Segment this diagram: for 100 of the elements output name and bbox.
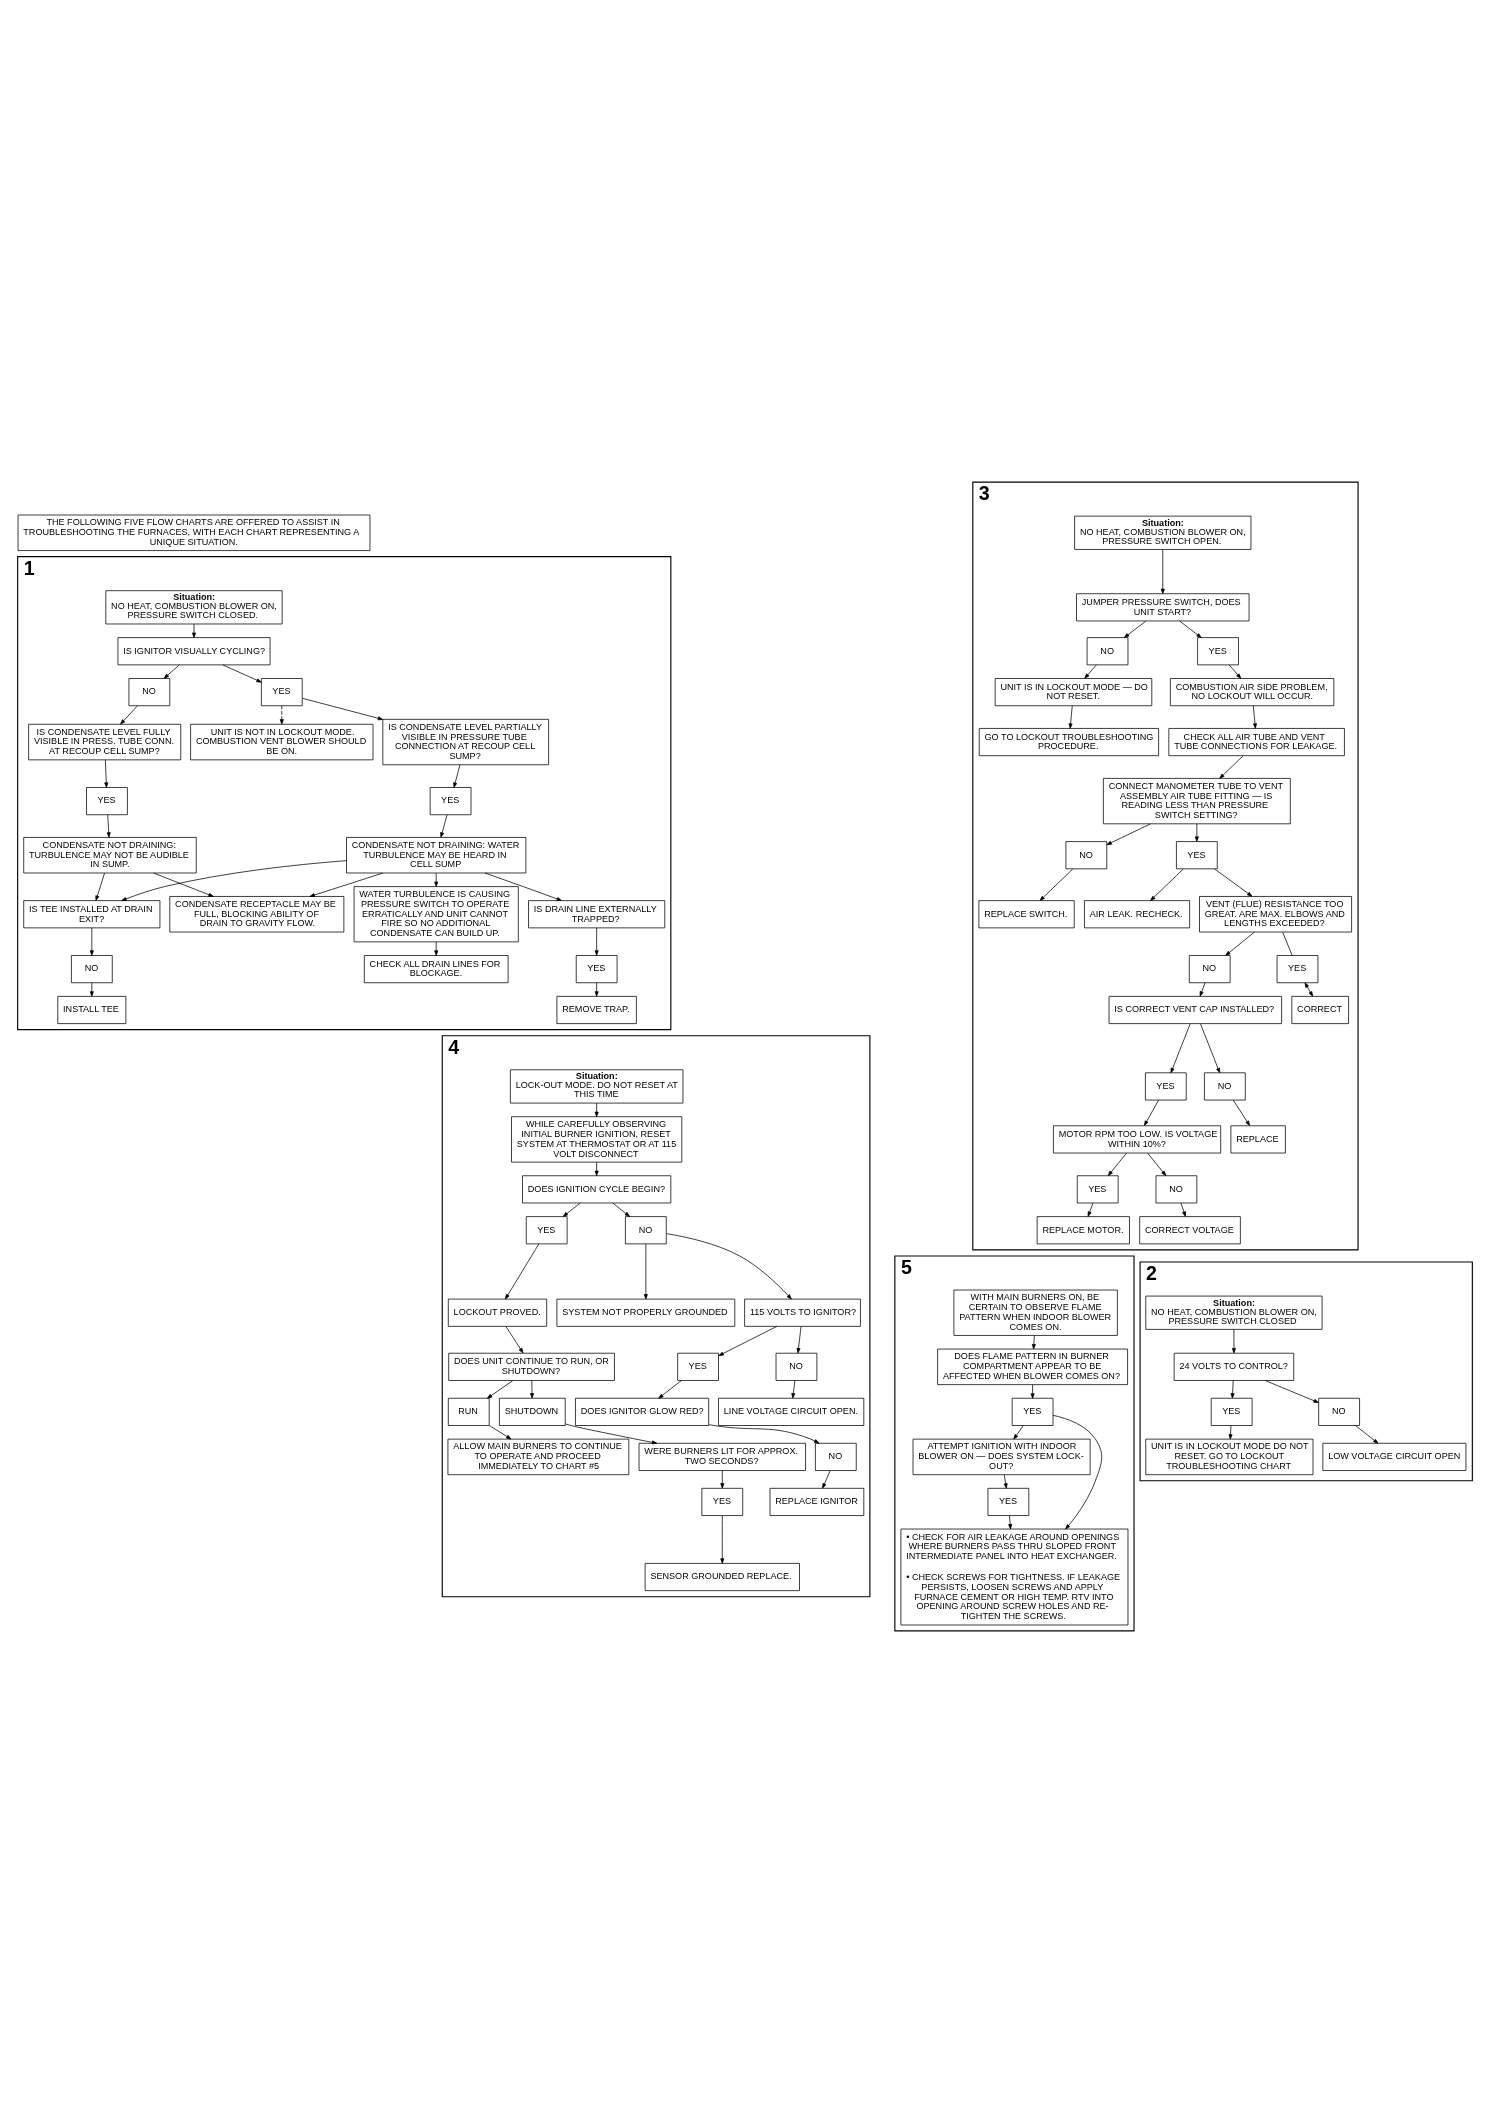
arrow bbox=[89, 927, 94, 956]
node-box: LOCKOUT PROVED. bbox=[447, 1298, 548, 1327]
node-box: NO bbox=[1086, 636, 1129, 665]
arrow bbox=[1106, 823, 1151, 845]
arrow bbox=[1123, 620, 1147, 638]
arrow bbox=[106, 814, 111, 838]
node-box: NO bbox=[1188, 954, 1231, 983]
arrow bbox=[1228, 664, 1242, 679]
node-box: IS CONDENSATE LEVEL FULLY VISIBLE IN PRESS. TUBE CONN. AT RECOUP CELL SUMP? bbox=[28, 723, 182, 760]
node-box: Situation: NO HEAT, COMBUSTION BLOWER ON, PRESSURE SWITCH CLOSED. bbox=[105, 589, 283, 624]
arrow bbox=[1008, 1514, 1013, 1529]
arrow bbox=[121, 859, 347, 901]
arrow bbox=[791, 1379, 796, 1398]
arrow bbox=[708, 1423, 820, 1444]
arrow bbox=[1147, 1152, 1167, 1176]
arrow bbox=[95, 872, 105, 901]
node-box: YES bbox=[1076, 1174, 1119, 1203]
node-box: WITH MAIN BURNERS ON, BE CERTAIN TO OBSERVE FLAME PATTERN WHEN INDOOR BLOWER COMES ON. bbox=[953, 1289, 1118, 1336]
node-box: RUN bbox=[447, 1397, 490, 1426]
arrow bbox=[163, 664, 180, 679]
node-box: JUMPER PRESSURE SWITCH, DOES UNIT START? bbox=[1076, 592, 1250, 621]
arrow bbox=[279, 704, 284, 724]
node-box: CORRECT VOLTAGE bbox=[1139, 1215, 1241, 1244]
arrow bbox=[309, 872, 384, 897]
node-box: SYSTEM NOT PROPERLY GROUNDED bbox=[556, 1298, 736, 1327]
node-box: IS IGNITOR VISUALLY CYCLING? bbox=[117, 636, 271, 665]
node-box: IS TEE INSTALLED AT DRAIN EXIT? bbox=[23, 899, 161, 928]
node-box: DOES FLAME PATTERN IN BURNER COMPARTMENT APPEAR TO BE AFFECTED WHEN BLOWER COMES ON? bbox=[937, 1348, 1128, 1385]
arrow bbox=[120, 704, 138, 724]
arrow bbox=[796, 1325, 802, 1353]
arrow bbox=[1219, 755, 1244, 779]
node-box: YES bbox=[1145, 1071, 1187, 1100]
node-box: YES bbox=[261, 677, 303, 706]
arrow bbox=[1232, 1099, 1251, 1126]
arrow bbox=[440, 814, 448, 838]
arrow bbox=[1231, 1328, 1236, 1353]
node-box: SENSOR GROUNDED REPLACE. bbox=[644, 1562, 800, 1591]
arrow bbox=[594, 981, 599, 997]
arrow bbox=[1144, 1099, 1159, 1126]
arrow bbox=[720, 1469, 725, 1489]
node-box: YES bbox=[677, 1352, 719, 1381]
arrow bbox=[453, 764, 461, 788]
arrow bbox=[1107, 1152, 1127, 1176]
arrow bbox=[1039, 868, 1074, 901]
node-box: NO bbox=[1318, 1397, 1360, 1426]
node-box: YES bbox=[987, 1487, 1030, 1516]
node-box: REMOVE TRAP. bbox=[556, 995, 637, 1024]
arrow bbox=[1304, 981, 1314, 997]
node-box: Situation: NO HEAT, COMBUSTION BLOWER ON, PRESSURE SWITCH OPEN. bbox=[1074, 515, 1252, 550]
node-box: 115 VOLTS TO IGNITOR? bbox=[744, 1298, 861, 1327]
node-box: NO bbox=[71, 954, 113, 983]
node-box: WERE BURNERS LIT FOR APPROX. TWO SECONDS? bbox=[638, 1442, 806, 1471]
arrow bbox=[89, 981, 94, 997]
node-box: IS CONDENSATE LEVEL PARTIALLY VISIBLE IN PRESSURE TUBE CONNECTION AT RECOUP CELL SUMP? bbox=[382, 718, 549, 765]
arrow bbox=[530, 1379, 534, 1398]
node-box: THE FOLLOWING FIVE FLOW CHARTS ARE OFFERED TO ASSIST IN TROUBLESHOOTING THE FURNACES, WITH EACH CHART REPRESENTING A UNIQUE SITUATION. bbox=[17, 514, 371, 551]
node-box: CONDENSATE NOT DRAINING: TURBULENCE MAY NOT BE AUDIBLE IN SUMP. bbox=[23, 836, 197, 873]
arrow bbox=[1214, 868, 1253, 897]
arrow bbox=[1087, 1202, 1094, 1217]
arrow bbox=[222, 664, 262, 683]
arrow bbox=[434, 872, 439, 887]
node-box: NO bbox=[1065, 840, 1108, 869]
node-box: NO bbox=[625, 1215, 667, 1244]
node-box: YES bbox=[1276, 954, 1319, 983]
node-box: YES bbox=[1011, 1397, 1054, 1426]
node-box: CONDENSATE RECEPTACLE MAY BE FULL, BLOCKING ABILITY OF DRAIN TO GRAVITY FLOW. bbox=[169, 895, 345, 932]
arrow bbox=[1013, 1424, 1024, 1439]
arrow bbox=[104, 759, 109, 788]
node-box: CONDENSATE NOT DRAINING: WATER TURBULENCE MAY BE HEARD IN CELL SUMP bbox=[346, 836, 527, 873]
node-box: VENT (FLUE) RESISTANCE TOO GREAT. ARE MAX. ELBOWS AND LENGTHS EXCEEDED? bbox=[1199, 895, 1352, 932]
arrow bbox=[1180, 1202, 1186, 1217]
node-box: YES bbox=[575, 954, 618, 983]
arrow bbox=[612, 1202, 630, 1217]
arrow bbox=[1179, 620, 1202, 638]
arrow bbox=[666, 1232, 792, 1299]
node-box: YES bbox=[525, 1215, 568, 1244]
arrow bbox=[302, 697, 384, 720]
node-box: IS CORRECT VENT CAP INSTALLED? bbox=[1108, 995, 1282, 1024]
arrow bbox=[1230, 1379, 1235, 1398]
node-box: NO bbox=[1204, 1071, 1246, 1100]
arrow bbox=[1052, 1414, 1103, 1529]
node-box: ATTEMPT IGNITION WITH INDOOR BLOWER ON — DOES SYSTEM LOCK-OUT? bbox=[912, 1438, 1091, 1475]
arrow bbox=[153, 872, 214, 897]
node-box: ALLOW MAIN BURNERS TO CONTINUE TO OPERATE AND PROCEED IMMEDIATELY TO CHART #5 bbox=[447, 1438, 630, 1475]
node-box: YES bbox=[86, 786, 128, 815]
arrow bbox=[1252, 704, 1257, 729]
node-box: • CHECK FOR AIR LEAKAGE AROUND OPENINGS WHERE BURNERS PASS THRU SLOPED FRONT INTERMEDIATE PANEL INTO HEAT EXCHANGER. • CHECK SCREWS FOR TIGHTNESS. IF LEAKAGE PERSISTS, LOOSEN SCREWS AND APPLY FURNACE CEMENT OR HIGH TEMP. RTV INTO OPENING AROUND SCREW HOLES AND RE-TIGHTEN THE SCREWS. bbox=[900, 1528, 1129, 1625]
node-box: CONNECT MANOMETER TUBE TO VENT ASSEMBLY AIR TUBE FITTING — IS READING LESS THAN PRESSURE SWITCH SETTING? bbox=[1103, 777, 1291, 824]
node-box: DOES IGNITION CYCLE BEGIN? bbox=[522, 1174, 672, 1203]
node-box: UNIT IS IN LOCKOUT MODE DO NOT RESET. GO TO LOCKOUT TROUBLESHOOTING CHART bbox=[1145, 1438, 1314, 1475]
node-box: CORRECT bbox=[1291, 995, 1349, 1024]
node-box: UNIT IS IN LOCKOUT MODE — DO NOT RESET. bbox=[994, 677, 1153, 706]
arrow bbox=[1228, 1424, 1233, 1439]
node-box: NO bbox=[128, 677, 171, 706]
arrow bbox=[594, 1102, 599, 1117]
arrow bbox=[1160, 548, 1165, 594]
arrow bbox=[1194, 823, 1199, 842]
node-box: NO bbox=[775, 1352, 818, 1381]
node-box: REPLACE IGNITOR bbox=[769, 1487, 865, 1516]
node-box: UNIT IS NOT IN LOCKOUT MODE. COMBUSTION VENT BLOWER SHOULD BE ON. bbox=[190, 723, 374, 760]
